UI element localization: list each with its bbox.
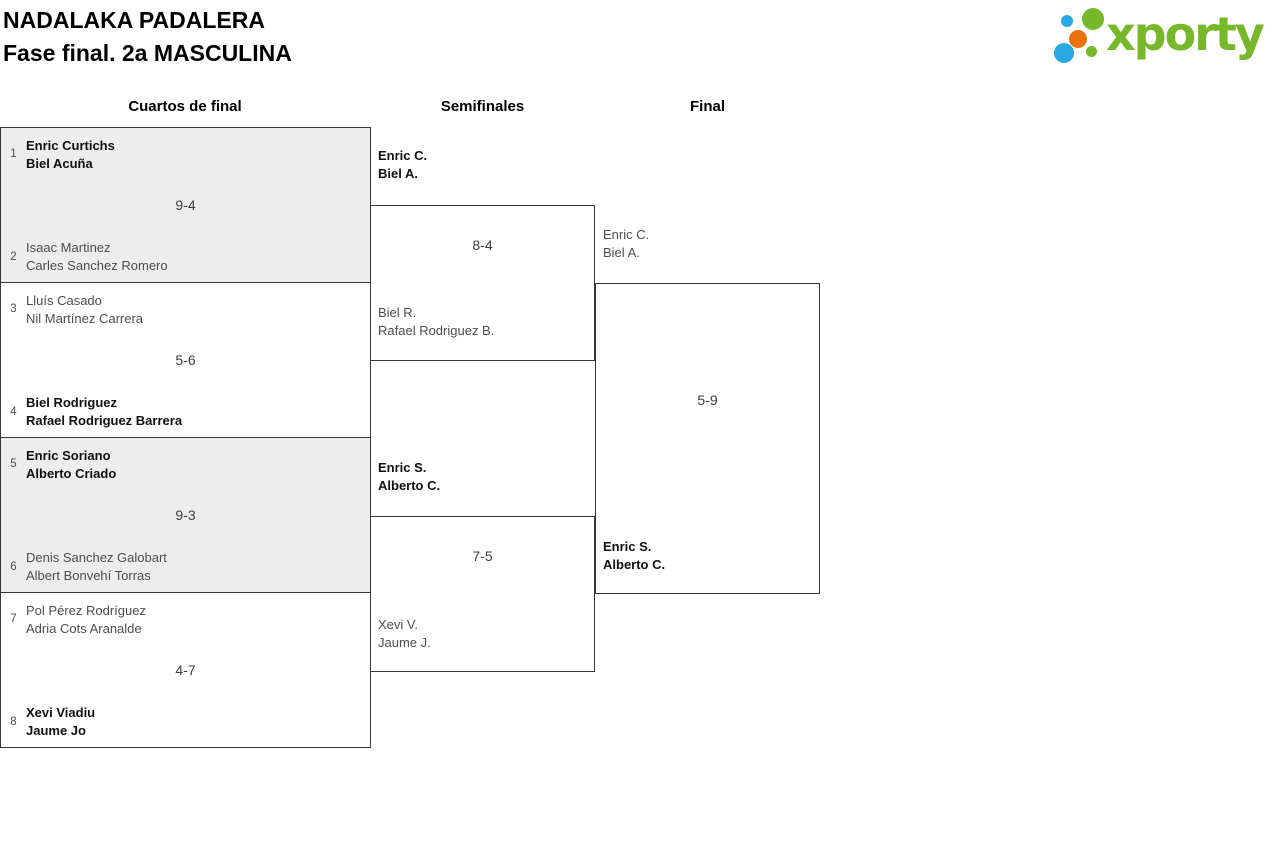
seed-number: 1 [10, 148, 17, 160]
seed-number: 6 [10, 561, 17, 573]
round-header-final: Final [689, 98, 725, 115]
player-name: Enric C. [603, 227, 650, 242]
match-semifinal-2[interactable]: 7-5 [370, 516, 595, 672]
player-name: Albert Bonvehí Torras [26, 568, 151, 583]
team-pair: Enric Soriano Alberto Criado [26, 447, 116, 483]
match-final[interactable]: 5-9 [595, 283, 820, 594]
seed-number: 8 [10, 716, 17, 728]
player-name: Alberto C. [378, 478, 441, 493]
player-name: Biel Rodriguez [26, 395, 118, 410]
player-name: Alberto Criado [26, 466, 117, 481]
player-name: Biel Acuña [26, 156, 93, 171]
xporty-wordmark: xporty [1106, 7, 1265, 61]
seed-number: 2 [10, 251, 17, 263]
player-name: Rafael Rodriguez Barrera [26, 413, 183, 428]
player-name: Enric C. [378, 148, 428, 163]
team-pair: Biel Rodriguez Rafael Rodriguez Barrera [26, 394, 182, 430]
team-pair: Xevi V. Jaume J. [378, 616, 431, 652]
player-name: Jaume J. [378, 635, 431, 650]
player-name: Alberto C. [603, 557, 666, 572]
match-score: 4-7 [175, 662, 196, 678]
player-name: Enric S. [603, 539, 652, 554]
logo-dot-icon [1086, 46, 1097, 57]
logo-dot-icon [1069, 30, 1087, 48]
player-name: Nil Martínez Carrera [26, 311, 144, 326]
seed-number: 5 [10, 458, 17, 470]
player-name: Enric S. [378, 460, 427, 475]
team-pair: Isaac Martinez Carles Sanchez Romero [26, 239, 168, 275]
seed-number: 3 [10, 303, 17, 315]
team-pair: Xevi Viadiu Jaume Jo [26, 704, 95, 740]
team-pair: Denis Sanchez Galobart Albert Bonvehí To… [26, 549, 167, 585]
seed-number: 4 [10, 406, 17, 418]
match-score: 7-5 [472, 548, 493, 564]
match-semifinal-1[interactable]: 8-4 [370, 205, 595, 361]
team-pair: Enric S. Alberto C. [603, 538, 665, 574]
match-score: 9-3 [175, 507, 196, 523]
player-name: Denis Sanchez Galobart [26, 550, 167, 565]
player-name: Lluís Casado [26, 293, 102, 308]
phase-category: Fase final. 2a MASCULINA [3, 40, 292, 66]
match-score: 5-9 [697, 392, 718, 408]
team-pair: Enric C. Biel A. [378, 147, 427, 183]
player-name: Pol Pérez Rodríguez [26, 603, 146, 618]
team-pair: Enric Curtichs Biel Acuña [26, 137, 115, 173]
match-quarterfinal-3[interactable]: 5 Enric Soriano Alberto Criado 9-3 Denis… [0, 437, 371, 593]
logo-dot-icon [1082, 8, 1104, 30]
player-name: Biel A. [603, 245, 640, 260]
page-title: NADALAKA PADALERA Fase final. 2a MASCULI… [3, 4, 292, 70]
round-header-cuartos: Cuartos de final [128, 98, 242, 115]
team-pair: Enric S. Alberto C. [378, 459, 440, 495]
player-name: Adria Cots Aranalde [26, 621, 142, 636]
player-name: Xevi Viadiu [26, 705, 96, 720]
player-name: Enric Curtichs [26, 138, 115, 153]
logo-dot-icon [1054, 43, 1074, 63]
player-name: Jaume Jo [26, 723, 86, 738]
logo-dot-icon [1061, 15, 1073, 27]
team-pair: Enric C. Biel A. [603, 226, 649, 262]
round-header-semifinales: Semifinales [440, 98, 525, 115]
team-pair: Lluís Casado Nil Martínez Carrera [26, 292, 143, 328]
player-name: Rafael Rodriguez B. [378, 323, 495, 338]
player-name: Isaac Martinez [26, 240, 111, 255]
match-quarterfinal-2[interactable]: 3 Lluís Casado Nil Martínez Carrera 5-6 … [0, 282, 371, 438]
tournament-name: NADALAKA PADALERA [3, 7, 265, 33]
player-name: Xevi V. [378, 617, 418, 632]
player-name: Carles Sanchez Romero [26, 258, 168, 273]
match-quarterfinal-4[interactable]: 7 Pol Pérez Rodríguez Adria Cots Aranald… [0, 592, 371, 748]
team-pair: Pol Pérez Rodríguez Adria Cots Aranalde [26, 602, 146, 638]
player-name: Enric Soriano [26, 448, 111, 463]
match-score: 9-4 [175, 197, 196, 213]
seed-number: 7 [10, 613, 17, 625]
match-quarterfinal-1[interactable]: 1 Enric Curtichs Biel Acuña 9-4 Isaac Ma… [0, 127, 371, 283]
match-score: 8-4 [472, 237, 493, 253]
player-name: Biel R. [378, 305, 417, 320]
player-name: Biel A. [378, 166, 418, 181]
team-pair: Biel R. Rafael Rodriguez B. [378, 304, 494, 340]
match-score: 5-6 [175, 352, 196, 368]
